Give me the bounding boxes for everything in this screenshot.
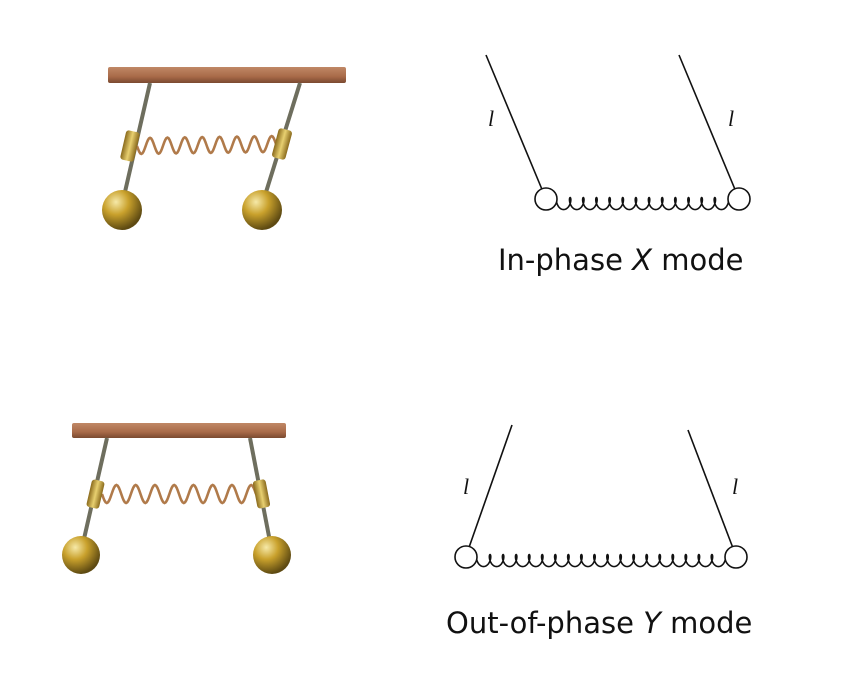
pendulum-bob-right (253, 536, 291, 574)
pendulum-bob-right (242, 190, 282, 230)
caption-in-phase-mode: In-phase X mode (498, 243, 743, 277)
spring-collar-right (252, 479, 271, 509)
caption-text: mode (660, 606, 753, 640)
caption-text: mode (652, 243, 744, 277)
pendulum-bob-left (102, 190, 142, 230)
caption-text: Out-of-phase (446, 606, 644, 640)
length-label-left: l (488, 106, 495, 131)
mass-left (534, 187, 558, 211)
wooden-support-beam (72, 423, 286, 438)
mass-right (727, 187, 751, 211)
caption-text: In-phase (498, 243, 633, 277)
string-left (465, 424, 513, 557)
string-right (687, 429, 737, 557)
in-phase-schematic (485, 54, 751, 211)
mass-right (724, 545, 748, 569)
coupling-spring (100, 483, 258, 505)
caption-variable: Y (643, 606, 661, 640)
schematic-spring (475, 553, 727, 568)
length-label-right: l (728, 106, 735, 131)
spring-collar-right (272, 128, 292, 160)
spring-collar-left (86, 479, 105, 509)
out-of-phase-schematic (454, 424, 748, 569)
coupling-spring (135, 134, 278, 156)
wooden-support-beam (108, 67, 346, 83)
string-right (678, 54, 740, 200)
pendulum-bob-left (62, 536, 100, 574)
schematic-spring (555, 196, 730, 211)
mass-left (454, 545, 478, 569)
caption-out-of-phase-mode: Out-of-phase Y mode (446, 606, 752, 640)
length-label-left: l (463, 474, 470, 499)
out-of-phase-realistic-illustration (62, 423, 291, 574)
length-label-right: l (732, 474, 739, 499)
in-phase-realistic-illustration (102, 67, 346, 230)
spring-collar-left (120, 130, 140, 162)
string-left (485, 54, 547, 200)
caption-variable: X (632, 243, 652, 277)
